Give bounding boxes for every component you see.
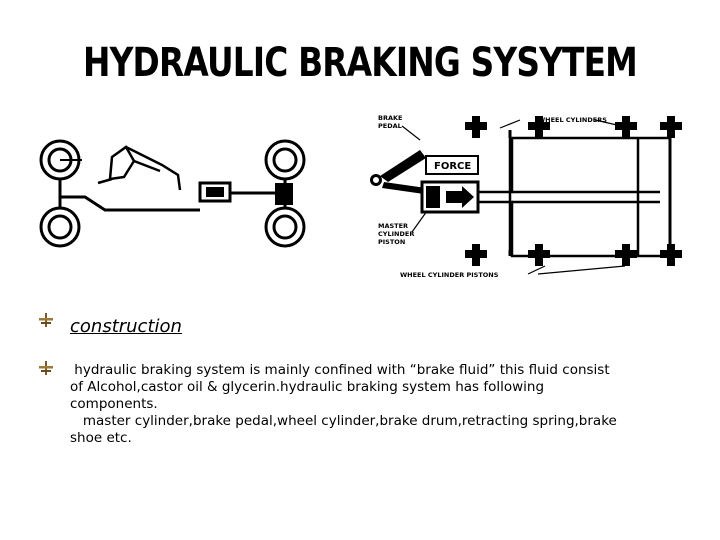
- label-master-cylinder-piston-1: MASTER: [378, 222, 408, 230]
- description-line-1: hydraulic braking system is mainly confi…: [70, 362, 610, 378]
- page-title: HYDRAULIC BRAKING SYSYTEM: [82, 40, 638, 86]
- label-brake-pedal-2: PEDAL: [378, 122, 402, 130]
- description-line-4: master cylinder,brake pedal,wheel cylind…: [70, 413, 617, 429]
- bullet-icon: [39, 361, 53, 375]
- label-master-cylinder-piston-2: CYLINDER: [378, 230, 414, 238]
- label-wheel-cylinder-pistons: WHEEL CYLINDER PISTONS: [400, 271, 499, 279]
- description-line-5: shoe etc.: [70, 430, 132, 446]
- label-wheel-cylinders: WHEEL CYLINDERS: [538, 116, 607, 124]
- label-master-cylinder-piston-3: PISTON: [378, 238, 405, 246]
- label-brake-pedal-1: BRAKE: [378, 114, 402, 122]
- vehicle-brake-layout-diagram: [39, 139, 306, 248]
- hydraulic-circuit-diagram: BRAKE PEDAL WHEEL CYLINDERS MASTER CYLIN…: [370, 114, 682, 279]
- description-text: hydraulic braking system is mainly confi…: [70, 362, 670, 447]
- construction-heading: construction: [70, 316, 182, 337]
- bullet-icon: [39, 313, 53, 327]
- label-force: FORCE: [434, 161, 471, 172]
- description-line-3: components.: [70, 396, 158, 412]
- description-line-2: of Alcohol,castor oil & glycerin.hydraul…: [70, 379, 545, 395]
